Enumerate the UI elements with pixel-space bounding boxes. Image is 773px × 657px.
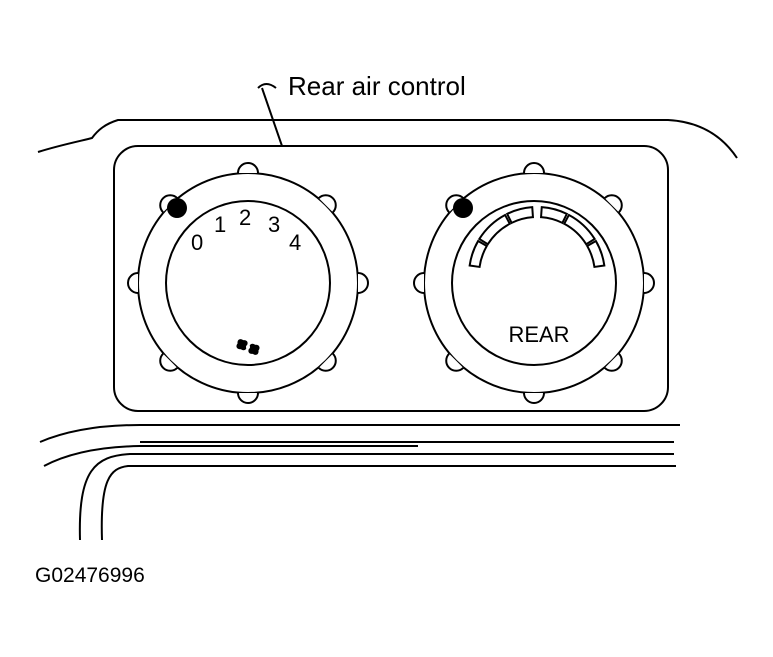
temp-scale-segment [477, 213, 512, 246]
fan-speed-dial[interactable]: 0 1 2 3 4 [127, 162, 369, 404]
fan-speed-label-4: 4 [289, 230, 301, 255]
fan-dial-indicator-dot [167, 198, 187, 218]
grip-notch [357, 272, 369, 294]
grip-notch [237, 392, 259, 404]
callout-label: Rear air control [288, 71, 466, 101]
temperature-dial[interactable]: REAR [413, 162, 655, 404]
grip-notch [413, 272, 425, 294]
grip-notch [523, 162, 545, 174]
figure-id: G02476996 [35, 564, 145, 587]
temp-scale-segment [562, 213, 597, 246]
temp-scale-segment [585, 239, 606, 269]
fan-speed-label-3: 3 [268, 212, 280, 237]
fan-speed-label-1: 1 [214, 212, 226, 237]
temp-dial-face [451, 200, 617, 366]
temp-dial-grip-notches [413, 162, 655, 404]
temp-scale-segment [505, 206, 535, 225]
grip-notch [318, 353, 337, 372]
temp-scale-segment [468, 239, 489, 269]
fan-dial-face [165, 200, 331, 366]
grip-notch [643, 272, 655, 294]
temp-dial-label: REAR [508, 322, 569, 347]
grip-notch [604, 194, 623, 213]
dashboard-outline [37, 119, 738, 159]
temp-dial-indicator-dot [453, 198, 473, 218]
grip-notch [127, 272, 139, 294]
temp-scale-segment [539, 206, 569, 225]
grip-notch [159, 353, 178, 372]
fan-speed-label-2: 2 [239, 205, 251, 230]
grip-notch [237, 162, 259, 174]
lower-trim [39, 424, 680, 541]
grip-notch [523, 392, 545, 404]
fan-speed-label-0: 0 [191, 230, 203, 255]
temperature-scale-arc [468, 206, 606, 269]
callout-leader [257, 83, 283, 147]
grip-notch [445, 353, 464, 372]
grip-notch [318, 194, 337, 213]
fan-icon [236, 339, 260, 355]
grip-notch [604, 353, 623, 372]
fan-dial-grip-notches [127, 162, 369, 404]
